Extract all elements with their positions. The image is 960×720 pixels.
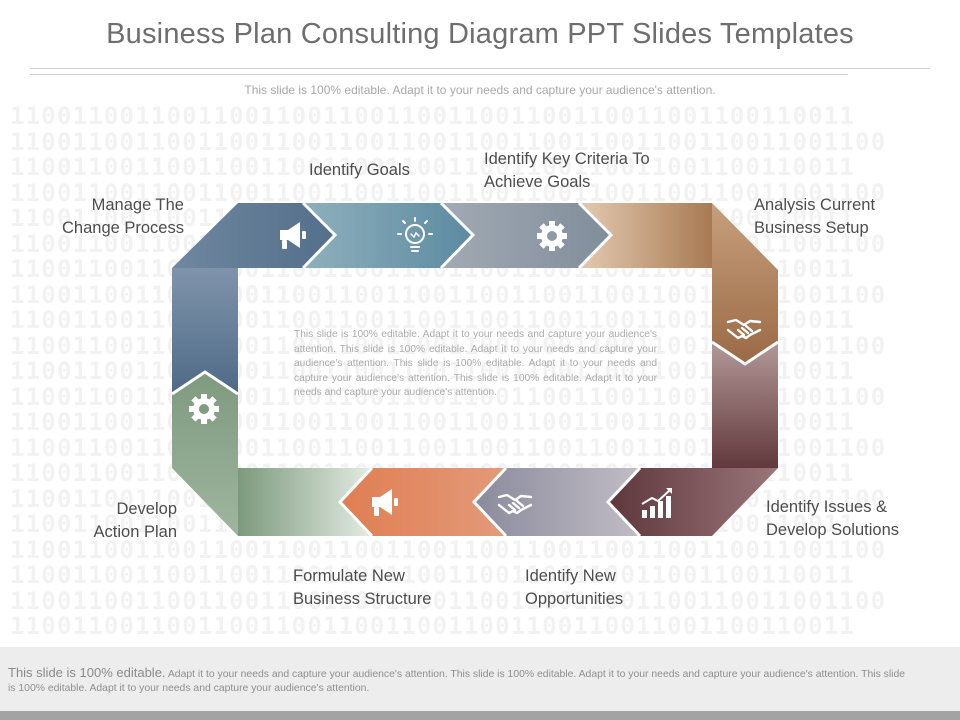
megaphone-icon bbox=[280, 222, 306, 249]
segment-analysis-setup bbox=[712, 203, 778, 364]
gear-icon bbox=[189, 394, 219, 424]
footer-band: This slide is 100% editable. Adapt it to… bbox=[0, 647, 960, 711]
segment-formulate-structure bbox=[340, 468, 506, 536]
segment-right-lower bbox=[712, 342, 778, 468]
segment-identify-goals bbox=[303, 203, 473, 268]
center-body-text: This slide is 100% editable. Adapt it to… bbox=[294, 329, 657, 399]
slide-title: Business Plan Consulting Diagram PPT Sli… bbox=[106, 18, 854, 50]
segment-identify-criteria bbox=[441, 203, 611, 268]
handshake-icon bbox=[497, 493, 533, 515]
gear-icon bbox=[537, 221, 567, 251]
slide-subtitle: This slide is 100% editable. Adapt it to… bbox=[244, 83, 716, 97]
segment-new-opportunities bbox=[474, 468, 640, 536]
segment-left-upper bbox=[172, 268, 238, 394]
step-label-identify-goals: Identify Goals bbox=[309, 161, 410, 179]
lightbulb-icon bbox=[397, 217, 433, 252]
megaphone-icon bbox=[372, 489, 398, 516]
bottom-bar bbox=[0, 711, 960, 720]
footer-rest: Adapt it to your needs and capture your … bbox=[8, 669, 906, 694]
title-divider-short bbox=[30, 74, 848, 75]
segment-identify-issues bbox=[608, 468, 778, 536]
segment-bottom-green bbox=[238, 468, 372, 536]
growth-chart-icon bbox=[641, 488, 672, 518]
handshake-icon bbox=[726, 318, 762, 340]
segment-develop-action bbox=[172, 372, 238, 536]
step-label-identify-issues: Identify Issues &Develop Solutions bbox=[766, 498, 899, 539]
footer-text: This slide is 100% editable. Adapt it to… bbox=[8, 666, 908, 696]
title-divider bbox=[30, 68, 930, 69]
segment-top-brown bbox=[579, 203, 712, 268]
segment-manage-change bbox=[172, 203, 335, 268]
footer-lead: This slide is 100% editable. bbox=[8, 665, 166, 680]
